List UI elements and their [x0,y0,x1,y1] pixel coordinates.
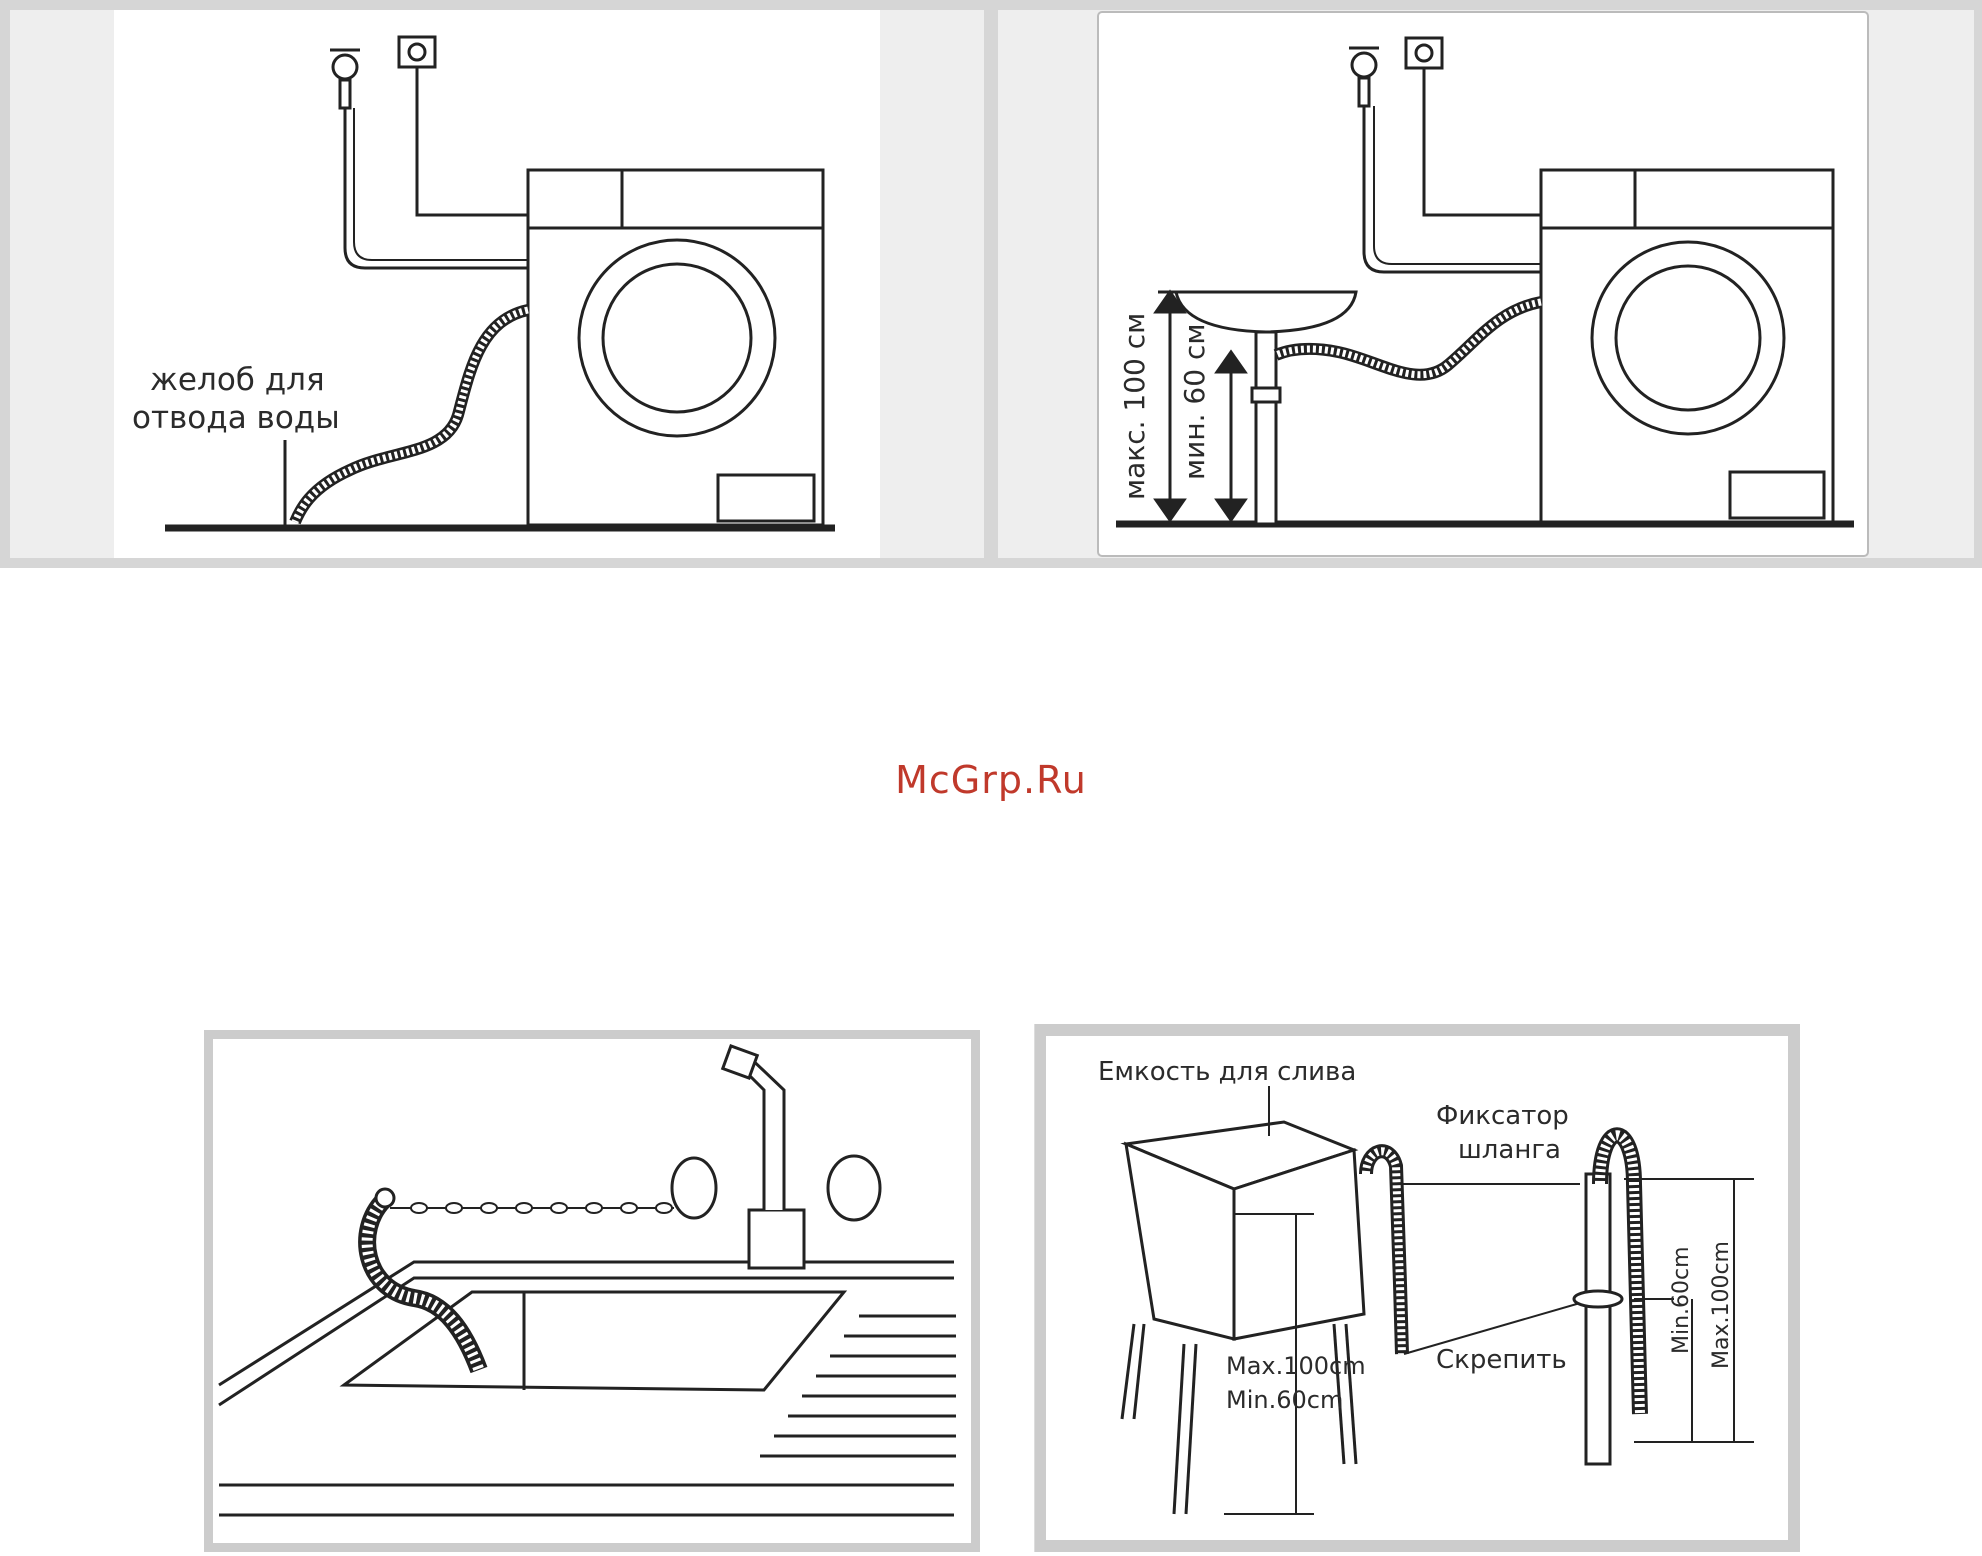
kitchen-sink-diagram [204,1030,980,1552]
max-height-label: макс. 100 см [1118,313,1151,500]
gutter-label-line2: отвода воды [132,400,340,436]
tub-drain-diagram: Емкость для слива Фиксатор шланга Скрепи… [1034,1024,1800,1552]
side-min-label: Min.60cm [1669,1246,1694,1354]
washing-machine [528,170,823,525]
watermark: McGrp.Ru [0,758,1982,802]
min-height-label: мин. 60 см [1178,324,1211,480]
gutter-label-line1: желоб для [150,362,325,398]
tank-label: Емкость для слива [1098,1057,1356,1087]
panel-tub-drain: Емкость для слива Фиксатор шланга Скрепи… [1034,1024,1800,1552]
floor-drain-diagram: желоб для отвода воды [10,10,984,558]
panel-kitchen-sink [204,1030,980,1552]
panel-sink-drain: макс. 100 см мин. 60 см [998,10,1974,558]
clip-label-line1: Фиксатор [1436,1101,1569,1131]
clip-label-line2: шланга [1458,1135,1561,1165]
side-max-label: Max.100cm [1709,1241,1734,1369]
max-label: Max.100cm [1226,1352,1366,1380]
washing-machine [1541,170,1833,522]
min-label: Min.60cm [1226,1386,1343,1414]
fasten-label: Скрепить [1436,1345,1567,1375]
panel-floor-drain: желоб для отвода воды [10,10,984,558]
sink-drain-diagram: макс. 100 см мин. 60 см [998,10,1974,558]
